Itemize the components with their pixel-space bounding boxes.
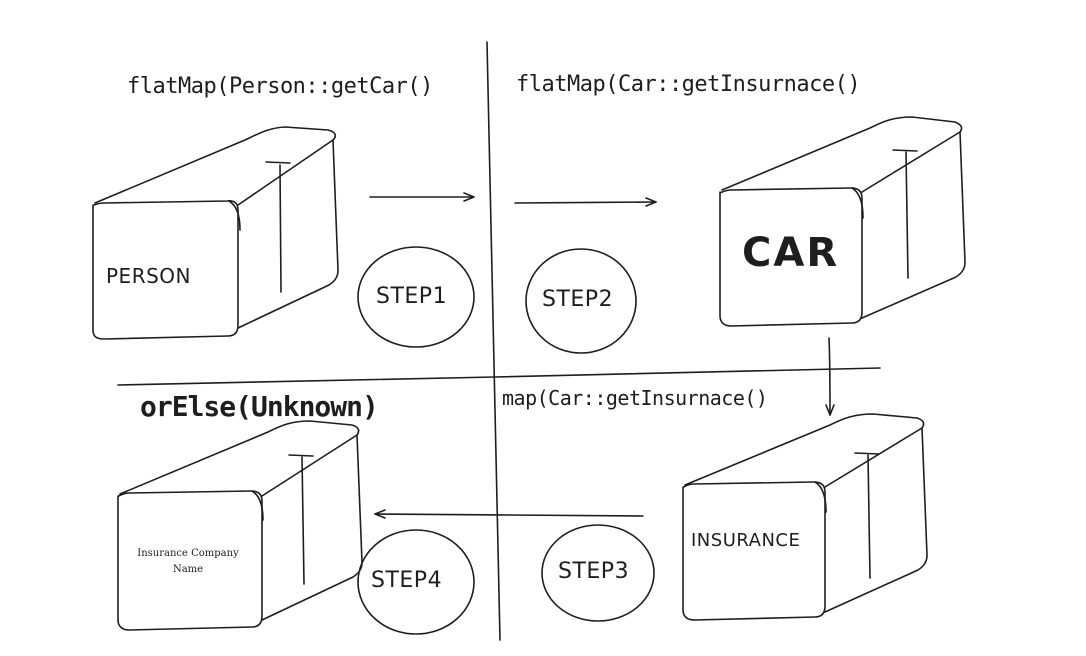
- person-box-label: PERSON: [106, 264, 191, 288]
- step3-label: STEP3: [558, 559, 630, 584]
- person-box: [92, 126, 339, 340]
- arrow-step1: [369, 192, 475, 202]
- insurance-map-label: map(Car::getInsurnace(): [502, 386, 768, 410]
- step4-circle: [357, 529, 475, 635]
- arrow-down-to-insurance: [825, 337, 835, 416]
- arrow-step2: [514, 197, 657, 207]
- insurance-box-label: INSURANCE: [691, 530, 801, 551]
- step1-label: STEP1: [376, 284, 448, 309]
- car-box: [719, 116, 966, 327]
- step1-circle: [357, 246, 475, 348]
- arrow-step4: [374, 509, 644, 519]
- vertical-divider: [486, 41, 501, 641]
- step2-label: STEP2: [542, 287, 614, 312]
- horizontal-divider: [117, 367, 881, 386]
- orelse-label: orElse(Unknown): [140, 390, 379, 423]
- step3-circle: [541, 524, 655, 622]
- step2-circle: [525, 248, 637, 354]
- car-box-label: CAR: [742, 230, 840, 276]
- person-flatmap-label: flatMap(Person::getCar(): [127, 74, 433, 99]
- insurance-box: [682, 413, 928, 621]
- company-box-label: Insurance Company Name: [137, 548, 239, 575]
- step4-label: STEP4: [371, 568, 443, 593]
- car-flatmap-label: flatMap(Car::getInsurnace(): [516, 72, 861, 97]
- company-box: [117, 420, 363, 631]
